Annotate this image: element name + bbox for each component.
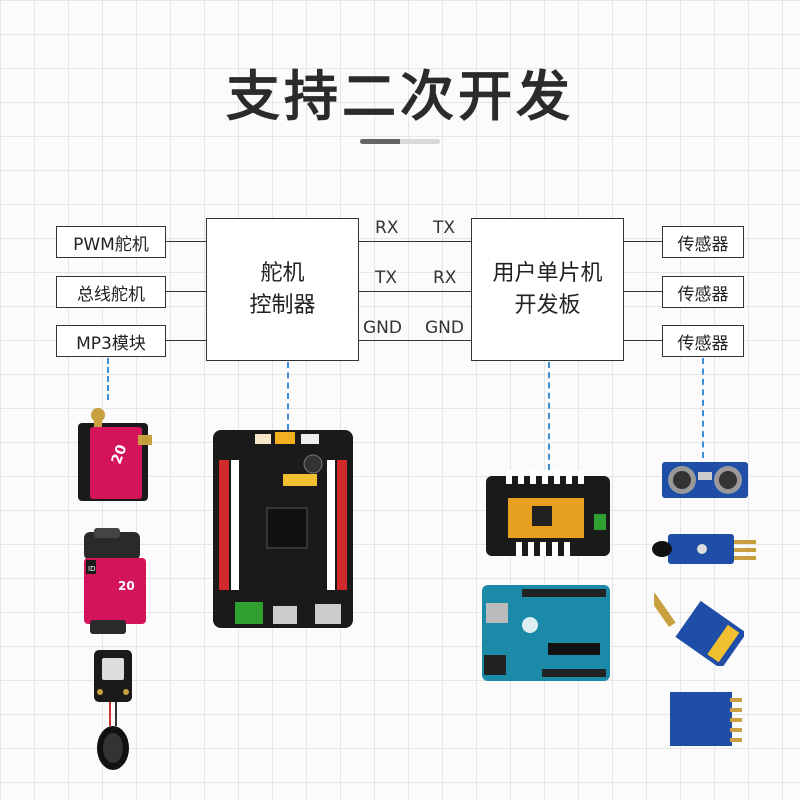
wire-rx-tx [359,241,471,242]
mp3-module-box: MP3模块 [56,325,166,357]
mcu-board-image [486,470,610,556]
wireless-module-image [654,592,744,666]
connector-line [624,340,662,341]
sensor-box: 传感器 [662,325,744,357]
sensor-box: 传感器 [662,276,744,308]
bus-servo-number-text: 20 [118,579,135,593]
dashed-connector [702,358,704,458]
bus-servo-label: 总线舵机 [77,284,145,305]
dev-board-label-line2: 开发板 [514,292,581,318]
pwm-servo-image: 20 [78,408,152,501]
sensor-label: 传感器 [677,333,729,354]
servo-controller-board-image [213,430,353,628]
ir-sensor-image [652,534,756,564]
bus-servo-image: ID 20 [84,528,146,634]
mp3-module-label: MP3模块 [76,333,146,354]
sensor-label: 传感器 [677,234,729,255]
servo-id-text: ID [88,565,95,573]
sensor-label: 传感器 [677,284,729,305]
wire-label-left: GND [363,318,402,338]
dashed-connector [107,358,109,400]
pwm-servo-box: PWM舵机 [56,226,166,258]
servo-controller-box: 舵机 控制器 [206,218,359,361]
arduino-board-image [482,585,610,681]
controller-label-line1: 舵机 [260,260,305,286]
module-board-image [670,692,742,746]
connector-line [166,340,206,341]
connector-line [624,291,662,292]
wire-label-right: TX [433,218,456,238]
wire-tx-rx [359,291,471,292]
dev-board-label-line1: 用户单片机 [492,260,603,286]
servo-number-text: 20 [109,442,131,466]
page-title: 支持二次开发 [226,65,574,128]
sensor-box: 传感器 [662,226,744,258]
dev-board-box: 用户单片机 开发板 [471,218,624,361]
dashed-connector [287,362,289,430]
ultrasonic-sensor-image [662,462,748,498]
connector-line [624,241,662,242]
dashed-connector [548,362,550,470]
wire-gnd [359,340,471,341]
wire-label-left: TX [375,268,398,288]
controller-label-line2: 控制器 [249,292,316,318]
wire-label-right: RX [433,268,457,288]
wire-label-left: RX [375,218,399,238]
connector-line [166,241,206,242]
pwm-servo-label: PWM舵机 [73,234,149,255]
title-underline [360,139,440,144]
bus-servo-box: 总线舵机 [56,276,166,308]
mp3-module-image [94,650,132,770]
wire-label-right: GND [425,318,464,338]
connector-line [166,291,206,292]
